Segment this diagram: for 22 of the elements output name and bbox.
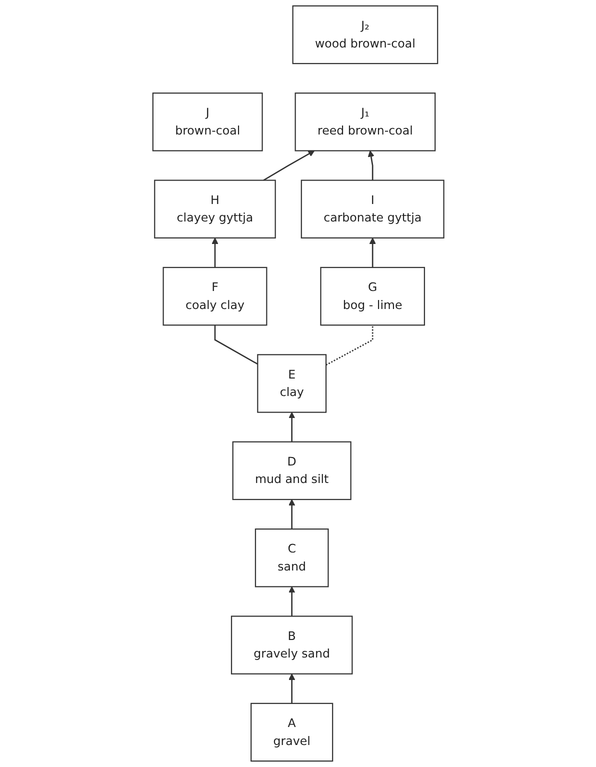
- connector: [325, 325, 373, 366]
- arrow: [288, 499, 295, 530]
- node-box: C sand: [254, 528, 328, 588]
- arrow: [262, 150, 314, 181]
- node-box: F coaly clay: [162, 266, 267, 326]
- arrow: [368, 150, 374, 180]
- arrow: [211, 238, 218, 268]
- arrow: [288, 586, 295, 616]
- node-box: I carbonate gyttja: [300, 180, 444, 238]
- arrow: [288, 412, 295, 442]
- connector: [214, 325, 258, 365]
- arrow: [288, 674, 295, 704]
- node-box: B gravely sand: [230, 616, 352, 674]
- node-box: H clayey gyttja: [154, 180, 276, 238]
- node-box: J₂ wood brown-coal: [292, 5, 438, 64]
- node-box: D mud and silt: [232, 441, 352, 500]
- node-box: E clay: [256, 354, 326, 413]
- node-box: A gravel: [250, 702, 333, 762]
- node-box: G bog - lime: [320, 266, 425, 326]
- node-box: J₁ reed brown-coal: [294, 92, 436, 152]
- node-box: J brown-coal: [152, 92, 262, 152]
- arrow: [368, 238, 376, 268]
